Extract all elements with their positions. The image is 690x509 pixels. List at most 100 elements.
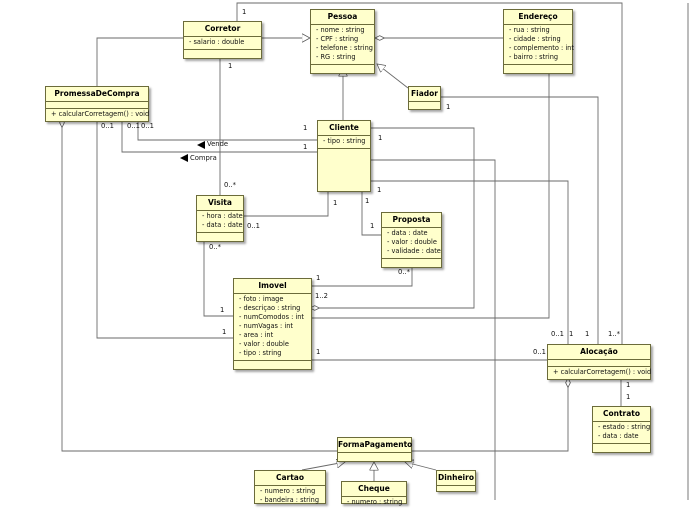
class-name: Cheque [342,482,406,497]
attribute: - numComodos : int [239,313,305,321]
cliente-proposta-line [361,192,381,236]
class-imovel[interactable]: Imovel - foto : image - descriçao : stri… [233,278,312,370]
cliente-visita-line [244,192,329,217]
class-name: Proposta [382,213,441,228]
operation: + calcularCorretagem() : void [46,108,149,121]
attribute: - RG : string [316,53,356,61]
class-name: Imovel [234,279,311,294]
multiplicity-label: 1..2 [315,292,328,300]
multiplicity-label: 1 [220,306,225,314]
attribute: - CPF : string [316,35,359,43]
class-name: Fiador [409,87,440,102]
attributes-section: - foto : image - descriçao : string - nu… [234,294,311,360]
association-label-compra: Compra [190,154,217,162]
attribute: - estado : string [598,423,651,431]
compra-association-line [121,117,317,153]
multiplicity-label: 1 [446,103,451,111]
class-name: Dinheiro [437,471,475,486]
operations-section [197,232,243,241]
attributes-section: - numero : string - bandeira : string [255,486,325,507]
attribute: - numero : string [260,487,316,495]
class-name: Pessoa [311,10,374,25]
dinheiro-formapagamento-generalization [405,462,437,471]
class-dinheiro[interactable]: Dinheiro [436,470,476,492]
multiplicity-label: 1 [303,143,308,151]
class-corretor[interactable]: Corretor - salario : double [183,21,262,59]
operations-section [311,64,374,73]
attribute: - bandeira : string [260,496,320,504]
class-alocacao[interactable]: Alocação + calcularCorretagem() : void [547,344,651,380]
corretor-alocacao-line [236,2,623,345]
promessa-pessoa-generalization [96,37,183,86]
attribute: - data : date [202,221,243,229]
compra-direction-arrow [180,154,188,162]
fiador-pessoa-generalization [377,64,409,89]
attribute: - descriçao : string [239,304,301,312]
fiador-alocacao-line [440,96,599,345]
multiplicity-label: 0..1 [127,122,140,130]
endereco-imovel-line [286,69,550,319]
multiplicity-label: 0..1 [101,122,114,130]
attributes-section: - data : date - valor : double - validad… [382,228,441,258]
promessa-imovel-line [96,117,233,339]
class-cartao[interactable]: Cartao - numero : string - bandeira : st… [254,470,326,504]
attribute: - foto : image [239,295,284,303]
multiplicity-label: 1 [228,62,233,70]
multiplicity-label: 1 [316,348,321,356]
attributes-section: - hora : date - data : date [197,211,243,232]
operations-section [234,360,311,369]
class-fiador[interactable]: Fiador [408,86,441,110]
attribute: - telefone : string [316,44,373,52]
operations-section [382,258,441,267]
alocacao-formapagamento-aggregation [412,378,568,452]
multiplicity-label: 1 [365,197,370,205]
class-formapagamento[interactable]: FormaPagamento [337,437,412,462]
operations-section [184,49,261,58]
class-pessoa[interactable]: Pessoa - nome : string - CPF : string - … [310,9,375,74]
attribute: - tipo : string [323,137,366,145]
proposta-imovel-line [312,260,413,287]
multiplicity-label: 0..1 [551,330,564,338]
multiplicity-label: 1 [370,222,375,230]
multiplicity-label: 1 [569,330,574,338]
attribute: - tipo : string [239,349,282,357]
multiplicity-label: 0..* [209,243,222,251]
class-proposta[interactable]: Proposta - data : date - valor : double … [381,212,442,268]
attributes-section: - rua : string - cidade : string - compl… [504,25,574,64]
attributes-section: - nome : string - CPF : string - telefon… [311,25,374,64]
multiplicity-label: 1 [303,124,308,132]
attribute: - rua : string [509,26,550,34]
class-cheque[interactable]: Cheque - numero : string [341,481,407,506]
class-name: Endereço [504,10,572,25]
attribute: - valor : double [239,340,289,348]
multiplicity-label: 0..* [224,181,237,189]
attribute: - cidade : string [509,35,561,43]
class-cliente[interactable]: Cliente - tipo : string [317,120,371,192]
multiplicity-label: 1 [242,8,247,16]
class-promessadecompra[interactable]: PromessaDeCompra + calcularCorretagem() … [45,86,149,122]
attribute: - hora : date [202,212,243,220]
class-name: FormaPagamento [338,438,412,453]
multiplicity-label: 1 [585,330,590,338]
multiplicity-label: 0..1 [533,348,546,356]
class-visita[interactable]: Visita - hora : date - data : date [196,195,244,242]
multiplicity-label: 1 [316,274,321,282]
cliente-formapagamento-line [371,159,496,500]
multiplicity-label: 1 [626,381,631,389]
vende-direction-arrow [197,141,205,149]
attribute: - numero : string [347,498,403,506]
association-label-vende: Vende [207,140,229,148]
class-endereco[interactable]: Endereço - rua : string - cidade : strin… [503,9,574,74]
visita-imovel-line [203,237,233,317]
class-contrato[interactable]: Contrato - estado : string - data : date [592,406,651,453]
attribute: - complemento : int [509,44,574,52]
class-name: Visita [197,196,243,211]
multiplicity-label: 0..1 [247,222,260,230]
class-name: Corretor [184,22,261,37]
operation: + calcularCorretagem() : void [548,366,651,379]
class-name: PromessaDeCompra [46,87,148,102]
vende-association-line [137,117,317,141]
attribute: - numVagas : int [239,322,293,330]
